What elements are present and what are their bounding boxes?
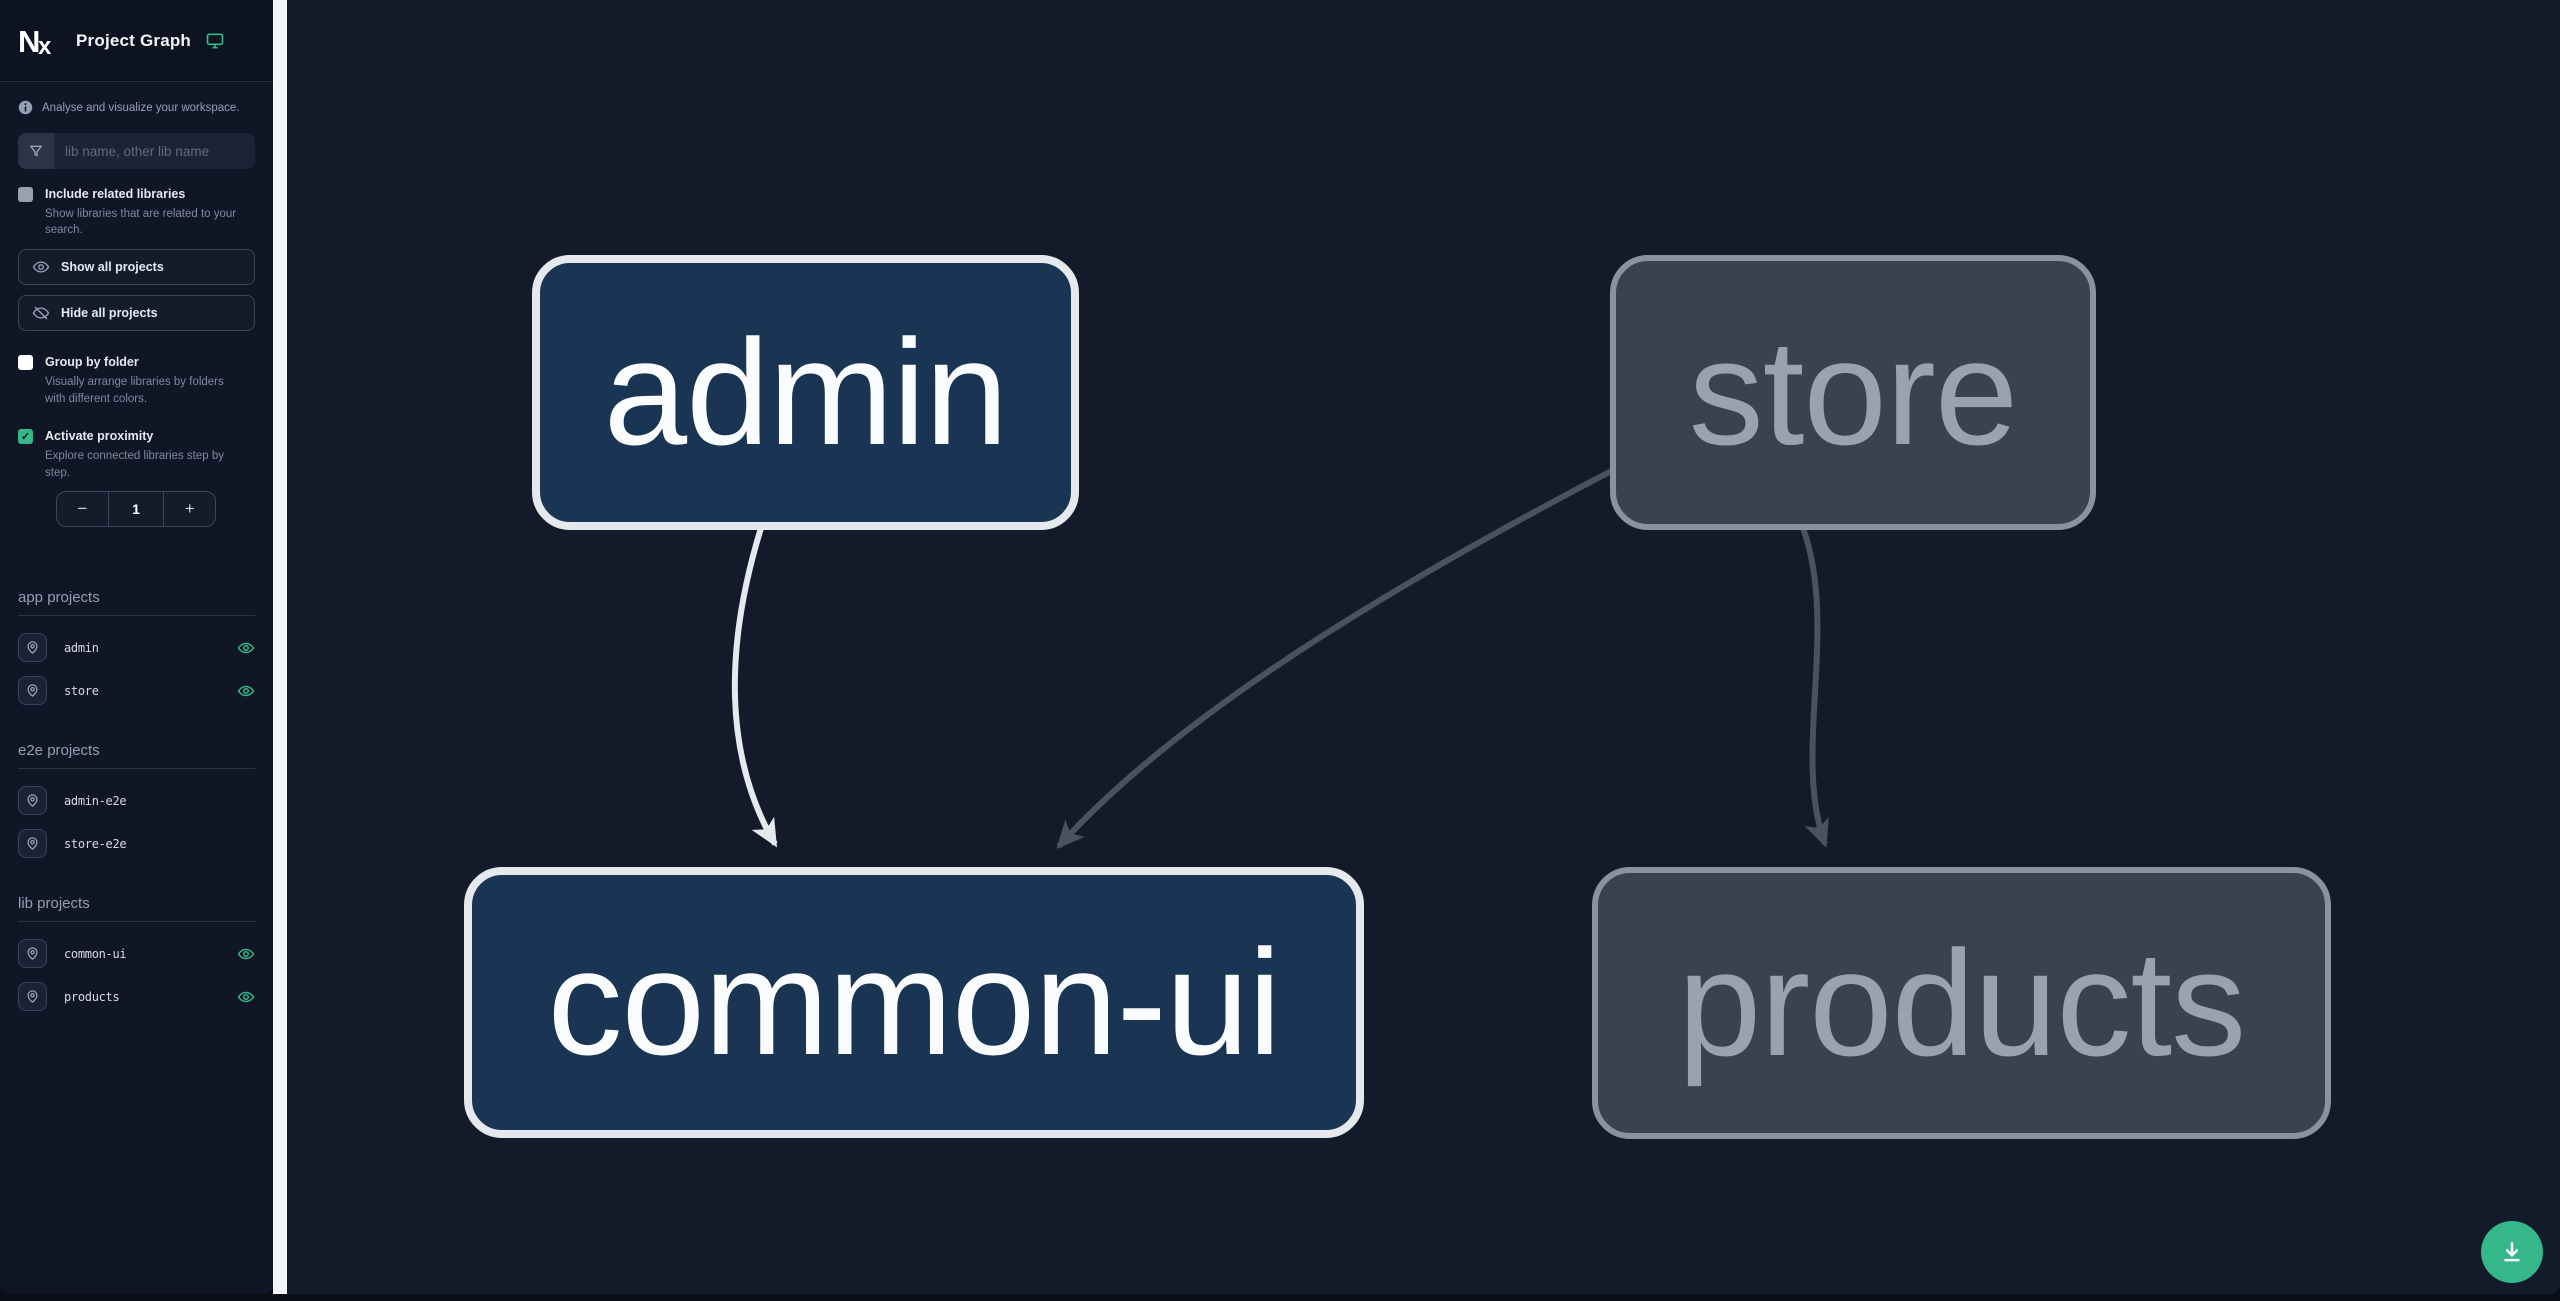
toggle-visibility-eye-icon[interactable]: [237, 682, 255, 700]
sidebar-canvas-divider[interactable]: [273, 0, 287, 1294]
app-title: Project Graph: [76, 30, 192, 50]
proximity-depth-value: 1: [107, 492, 165, 527]
map-pin-icon: [27, 990, 38, 1004]
map-pin-icon: [27, 947, 38, 961]
map-pin-icon: [27, 794, 38, 808]
svg-text:x: x: [38, 33, 52, 59]
download-graph-button[interactable]: [2481, 1221, 2543, 1283]
section-lib-projects: lib projects common-ui: [18, 895, 255, 1018]
focus-project-button[interactable]: [18, 982, 47, 1012]
monitor-icon[interactable]: [205, 31, 225, 51]
proximity-depth-stepper: − 1 +: [56, 491, 216, 528]
proximity-decrease-button[interactable]: −: [77, 499, 88, 519]
sidebar-header: N x Project Graph: [0, 0, 273, 82]
hide-all-projects-label: Hide all projects: [61, 306, 158, 321]
download-icon: [2504, 1242, 2520, 1262]
node-label: products: [1677, 918, 2246, 1087]
edge-store-to-common-ui: [1056, 463, 1623, 849]
include-related-label: Include related libraries: [45, 187, 186, 201]
info-icon: [18, 100, 33, 115]
search-input[interactable]: [54, 133, 255, 169]
focus-project-button[interactable]: [18, 829, 47, 859]
workspace-subtitle: Analyse and visualize your workspace.: [42, 101, 240, 114]
toggle-visibility-eye-icon[interactable]: [237, 639, 255, 657]
graph-node-products[interactable]: products: [1592, 867, 2331, 1139]
node-label: admin: [603, 308, 1009, 476]
eye-off-icon: [32, 306, 50, 320]
node-label: common-ui: [547, 918, 1282, 1086]
activate-proximity-checkbox[interactable]: ✓: [18, 429, 33, 445]
toggle-visibility-eye-icon[interactable]: [237, 988, 255, 1006]
section-e2e-projects: e2e projects admin-e2e store-e2: [18, 742, 255, 865]
svg-text:N: N: [18, 24, 40, 59]
group-by-folder-option[interactable]: Group by folder Visually arrange librari…: [18, 353, 255, 407]
project-name: admin: [64, 640, 99, 655]
graph-node-store[interactable]: store: [1610, 255, 2096, 530]
focus-project-button[interactable]: [18, 939, 47, 969]
focus-project-button[interactable]: [18, 633, 47, 663]
project-name: common-ui: [64, 946, 127, 961]
map-pin-icon: [27, 684, 38, 698]
activate-proximity-label: Activate proximity: [45, 429, 154, 444]
section-title: e2e projects: [18, 742, 255, 770]
section-app-projects: app projects admin: [18, 589, 255, 712]
project-row-store-e2e: store-e2e: [18, 822, 255, 865]
map-pin-icon: [27, 641, 38, 655]
hide-all-projects-button[interactable]: Hide all projects: [18, 295, 255, 332]
project-row-store: store: [18, 669, 255, 712]
project-row-admin-e2e: admin-e2e: [18, 779, 255, 822]
map-pin-icon: [27, 837, 38, 851]
group-by-folder-description: Visually arrange libraries by folders wi…: [45, 375, 224, 405]
sidebar: N x Project Graph Analyse and visualize …: [0, 0, 273, 1294]
show-all-projects-label: Show all projects: [61, 260, 164, 275]
edge-store-to-products: [1800, 526, 1829, 848]
project-name: products: [64, 989, 120, 1004]
project-name: admin-e2e: [64, 793, 127, 808]
group-by-folder-checkbox[interactable]: [18, 355, 33, 371]
include-related-description: Show libraries that are related to your …: [45, 207, 237, 237]
project-row-common-ui: common-ui: [18, 932, 255, 975]
project-row-products: products: [18, 975, 255, 1018]
nx-logo-icon: N x: [18, 24, 52, 59]
filter-funnel-icon: [18, 133, 54, 169]
focus-project-button[interactable]: [18, 786, 47, 816]
node-label: store: [1688, 308, 2018, 476]
edge-admin-to-common-ui: [731, 527, 778, 848]
include-related-checkbox[interactable]: [18, 187, 33, 202]
include-related-option[interactable]: Include related libraries Show libraries…: [18, 185, 255, 239]
eye-icon: [32, 261, 50, 273]
graph-node-admin[interactable]: admin: [532, 255, 1079, 530]
project-filter: [18, 133, 255, 169]
activate-proximity-option[interactable]: ✓ Activate proximity Explore connected l…: [18, 427, 255, 481]
project-row-admin: admin: [18, 626, 255, 669]
group-by-folder-label: Group by folder: [45, 355, 139, 370]
project-lists: app projects admin: [0, 589, 273, 1018]
focus-project-button[interactable]: [18, 676, 47, 706]
section-title: lib projects: [18, 895, 255, 923]
workspace-subtitle-row: Analyse and visualize your workspace.: [0, 82, 273, 123]
graph-canvas[interactable]: admin store common-ui products: [287, 0, 2560, 1294]
proximity-increase-button[interactable]: +: [184, 499, 195, 519]
project-name: store: [64, 683, 99, 698]
graph-node-common-ui[interactable]: common-ui: [464, 867, 1364, 1138]
toggle-visibility-eye-icon[interactable]: [237, 945, 255, 963]
activate-proximity-description: Explore connected libraries step by step…: [45, 449, 224, 479]
project-name: store-e2e: [64, 836, 127, 851]
show-all-projects-button[interactable]: Show all projects: [18, 249, 255, 286]
section-title: app projects: [18, 589, 255, 617]
